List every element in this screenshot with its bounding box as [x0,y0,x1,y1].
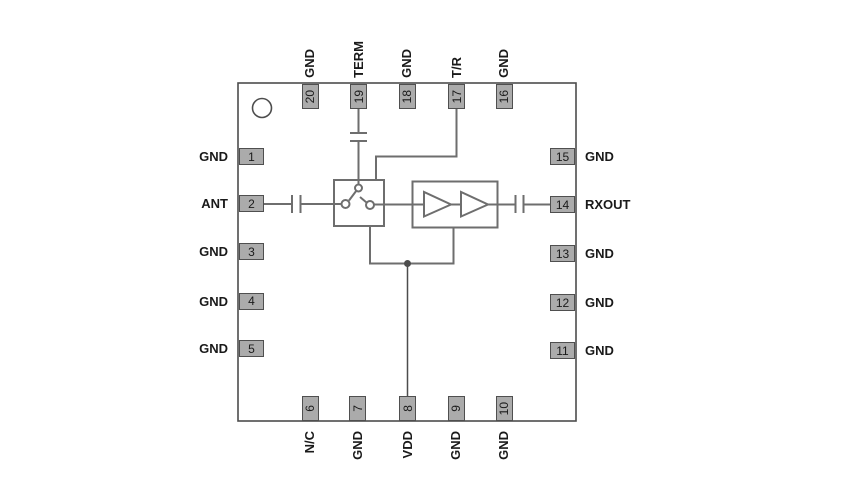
pin-10-label: GND [496,431,511,460]
pin-5-label: GND [199,341,228,356]
pin-11: 11 [550,342,575,359]
pin-14-label: RXOUT [585,197,631,212]
switch-arm [348,189,358,202]
pin-number: 6 [303,405,317,412]
pin-number: 3 [248,244,255,259]
pin-number: 18 [400,89,414,104]
pin-number: 11 [556,343,569,358]
vdd-supply-trace [369,226,455,397]
pin-16-label: GND [496,49,511,78]
pin-number: 9 [449,405,463,412]
pin-number: 13 [555,246,570,261]
pin-17-label: T/R [448,57,464,78]
pin-number: 4 [248,294,255,308]
spdt-switch-icon [340,183,375,210]
pin-number: 12 [555,295,570,310]
term-trace [350,109,367,188]
pin-1: 1 [239,148,264,165]
pin-19: 19 [350,84,367,109]
pin-7: 7 [349,396,366,421]
ant-trace [264,195,346,213]
pin-14: 14 [550,196,575,213]
pin-number: 5 [248,341,255,356]
switch-throw-rx [365,200,375,210]
pin-number: 17 [449,89,464,104]
pin-number: 8 [400,405,415,412]
pin-number: 15 [555,149,570,164]
switch-throw-term [354,183,363,193]
pin-3: 3 [239,243,264,260]
pin-15-label: GND [585,149,614,164]
pin-4-label: GND [199,293,228,309]
pin-number: 7 [350,405,365,412]
pin-6: 6 [301,396,319,421]
pin-12-label: GND [585,295,614,310]
pin-3-label: GND [199,244,228,259]
pin-number: 16 [497,89,511,104]
pin-16: 16 [495,84,513,109]
pin-19-label: TERM [350,41,366,78]
pin-number: 1 [248,149,255,164]
pin-4: 4 [239,292,264,310]
pin-2: 2 [239,195,264,212]
pin-20-label: GND [302,49,317,78]
output-capacitor-icon [514,195,525,213]
amplifier-icon [423,190,454,219]
pin-9: 9 [447,396,465,421]
pin-13: 13 [550,245,575,262]
amplifier-icon-2 [460,190,491,219]
junction-dot [404,260,411,267]
pin-11-label: GND [585,343,614,358]
pin-13-label: GND [585,246,614,261]
rf-output-trace [488,195,551,213]
pin-20: 20 [301,84,319,109]
pin-2-label: ANT [201,196,228,211]
switch-pole-ant [340,199,351,209]
pin-number: 10 [497,401,511,416]
pin-8: 8 [399,396,416,421]
pin-12: 12 [550,294,575,311]
pin-number: 2 [248,196,255,211]
capacitor-icon [291,195,302,213]
pin-7-label: GND [349,431,365,460]
pin-1-label: GND [199,149,228,164]
pin-number: 19 [351,89,366,104]
pin-8-label: VDD [399,431,415,459]
switch-arm-stub [359,196,368,204]
pin-10: 10 [495,396,513,421]
pin-number: 20 [303,89,317,104]
tr-control-trace [375,109,458,181]
pin-15: 15 [550,148,575,165]
pin-9-label: GND [448,431,463,460]
pin-18: 18 [398,84,416,109]
pin-number: 14 [555,197,570,212]
pin-17: 17 [448,84,465,109]
pin-18-label: GND [399,49,414,78]
pin-5: 5 [239,340,264,357]
pin-6-label: N/C [302,431,317,454]
pin1-indicator-icon [251,97,273,119]
